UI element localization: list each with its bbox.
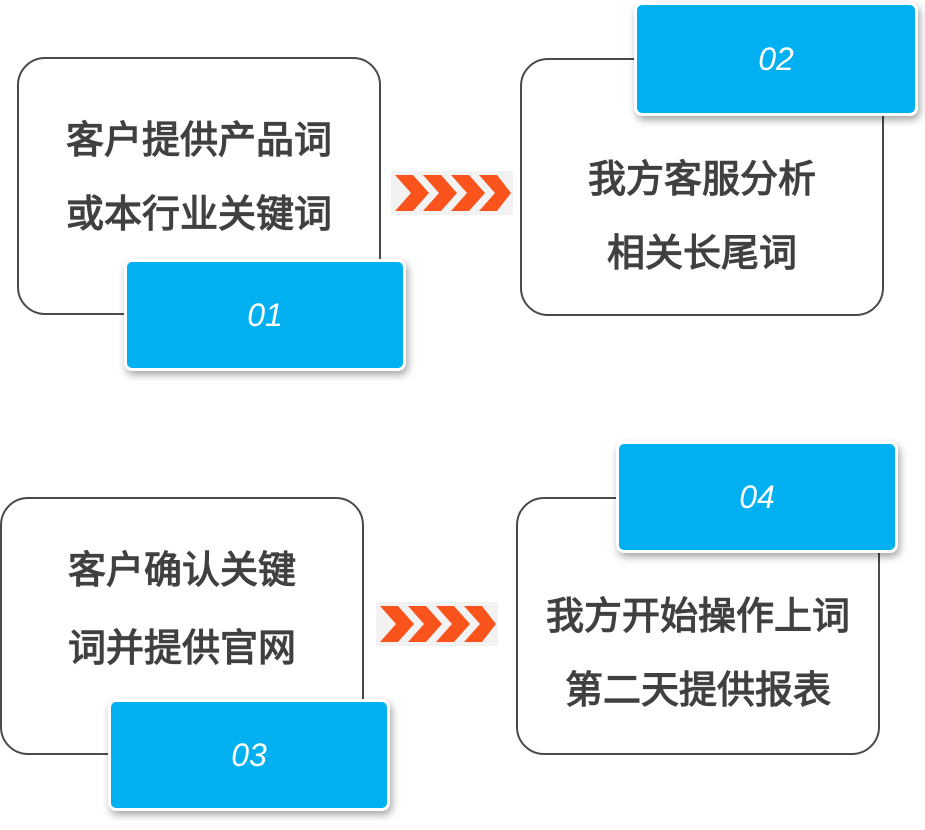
chevron-right-icon xyxy=(408,606,442,642)
chevron-right-icon xyxy=(464,606,496,642)
step-2-line-2: 相关长尾词 xyxy=(606,231,797,275)
step-3-line-2: 词并提供官网 xyxy=(67,626,296,670)
step-1-line-2: 或本行业关键词 xyxy=(65,192,332,236)
step-4-line-2: 第二天提供报表 xyxy=(564,668,831,712)
step-4-line-1: 我方开始操作上词 xyxy=(545,594,850,638)
chevron-right-icon xyxy=(395,175,429,211)
chevron-right-icon xyxy=(479,175,511,211)
arrow-step-3-to-4 xyxy=(376,602,498,646)
step-1-line-1: 客户提供产品词 xyxy=(65,118,332,162)
step-3-line-1: 客户确认关键 xyxy=(67,548,296,592)
chevron-right-icon xyxy=(436,606,470,642)
step-2-line-1: 我方客服分析 xyxy=(587,157,816,201)
step-3-number-tab: 03 xyxy=(108,699,390,811)
chevron-right-icon xyxy=(451,175,485,211)
step-1-number-tab: 01 xyxy=(124,259,406,371)
chevron-right-icon xyxy=(380,606,414,642)
step-4-number-tab: 04 xyxy=(616,441,898,553)
step-2-number-tab: 02 xyxy=(634,2,918,116)
arrow-step-1-to-2 xyxy=(391,171,513,215)
chevron-right-icon xyxy=(423,175,457,211)
